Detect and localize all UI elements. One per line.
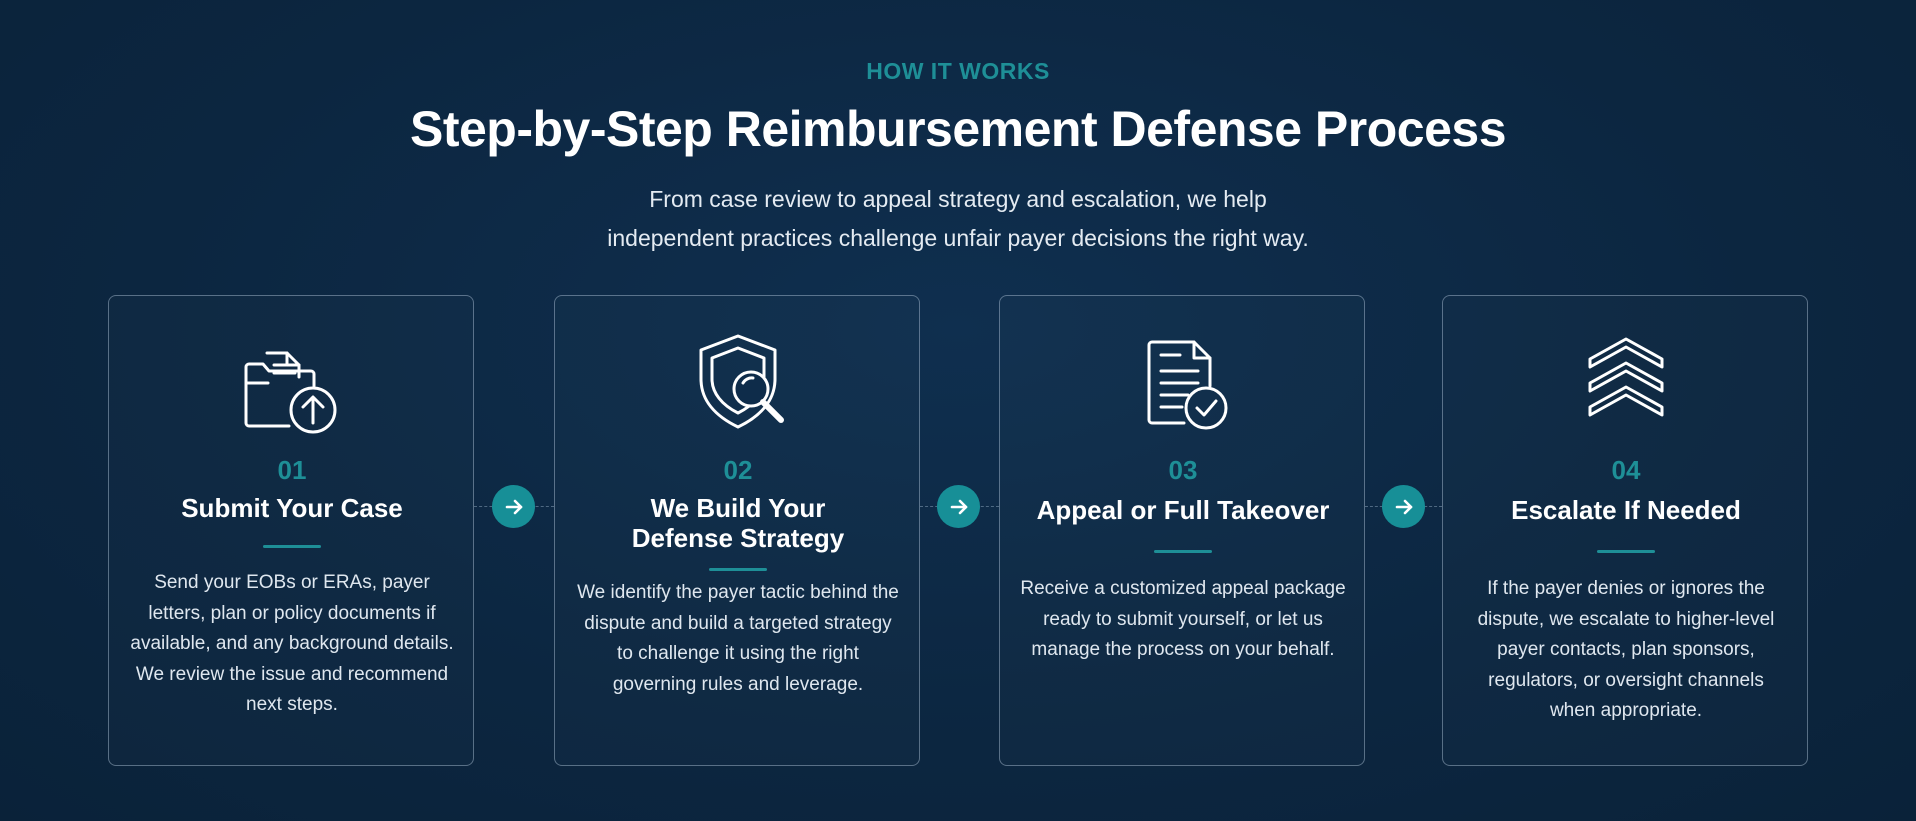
step-divider <box>1154 550 1212 553</box>
step-title: Escalate If Needed <box>1443 495 1809 525</box>
arrow-right-icon <box>950 499 967 514</box>
document-check-icon <box>1000 331 1366 441</box>
step-number: 02 <box>723 455 753 485</box>
step-title: We Build Your Defense Strategy <box>555 493 921 553</box>
step-divider <box>709 568 767 571</box>
step-number: 01 <box>277 455 307 485</box>
arrow-right-icon <box>1395 499 1412 514</box>
step-title: Submit Your Case <box>109 493 475 523</box>
step-description: Send your EOBs or ERAs, payer letters, p… <box>130 572 454 715</box>
step-arrow-3[interactable] <box>1382 485 1425 528</box>
step-description: We identify the payer tactic behind the … <box>577 582 899 695</box>
step-title-line-2: Defense Strategy <box>631 523 845 553</box>
step-arrow-1[interactable] <box>492 485 535 528</box>
step-description: Receive a customized appeal package read… <box>1020 578 1346 660</box>
step-title-line-1: We Build Your <box>650 493 826 523</box>
step-title-line-1: Escalate If Needed <box>1511 495 1741 525</box>
chevrons-up-icon <box>1443 331 1809 441</box>
folder-upload-icon <box>109 331 475 441</box>
step-title-line-1: Appeal or Full Takeover <box>1036 495 1330 525</box>
step-title-line-1: Submit Your Case <box>181 493 403 523</box>
subtitle-line-1: From case review to appeal strategy and … <box>649 186 1267 212</box>
shield-search-icon <box>555 331 921 441</box>
subtitle-line-2: independent practices challenge unfair p… <box>607 225 1309 251</box>
section-title: Step-by-Step Reimbursement Defense Proce… <box>409 101 1507 157</box>
step-card-1: 01 Submit Your Case Send your EOBs or ER… <box>108 295 474 766</box>
step-card-2: 02 We Build Your Defense Strategy We ide… <box>554 295 920 766</box>
step-title: Appeal or Full Takeover <box>1000 495 1366 525</box>
step-arrow-2[interactable] <box>937 485 980 528</box>
step-divider <box>263 545 321 548</box>
step-card-3: 03 Appeal or Full Takeover Receive a cus… <box>999 295 1365 766</box>
section-eyebrow: HOW IT WORKS <box>866 58 1050 84</box>
section-subtitle: From case review to appeal strategy and … <box>0 180 1916 258</box>
step-number: 03 <box>1168 455 1198 485</box>
step-card-4: 04 Escalate If Needed If the payer denie… <box>1442 295 1808 766</box>
step-divider <box>1597 550 1655 553</box>
step-number: 04 <box>1611 455 1641 485</box>
step-description: If the payer denies or ignores the dispu… <box>1477 578 1775 721</box>
arrow-right-icon <box>505 499 522 514</box>
